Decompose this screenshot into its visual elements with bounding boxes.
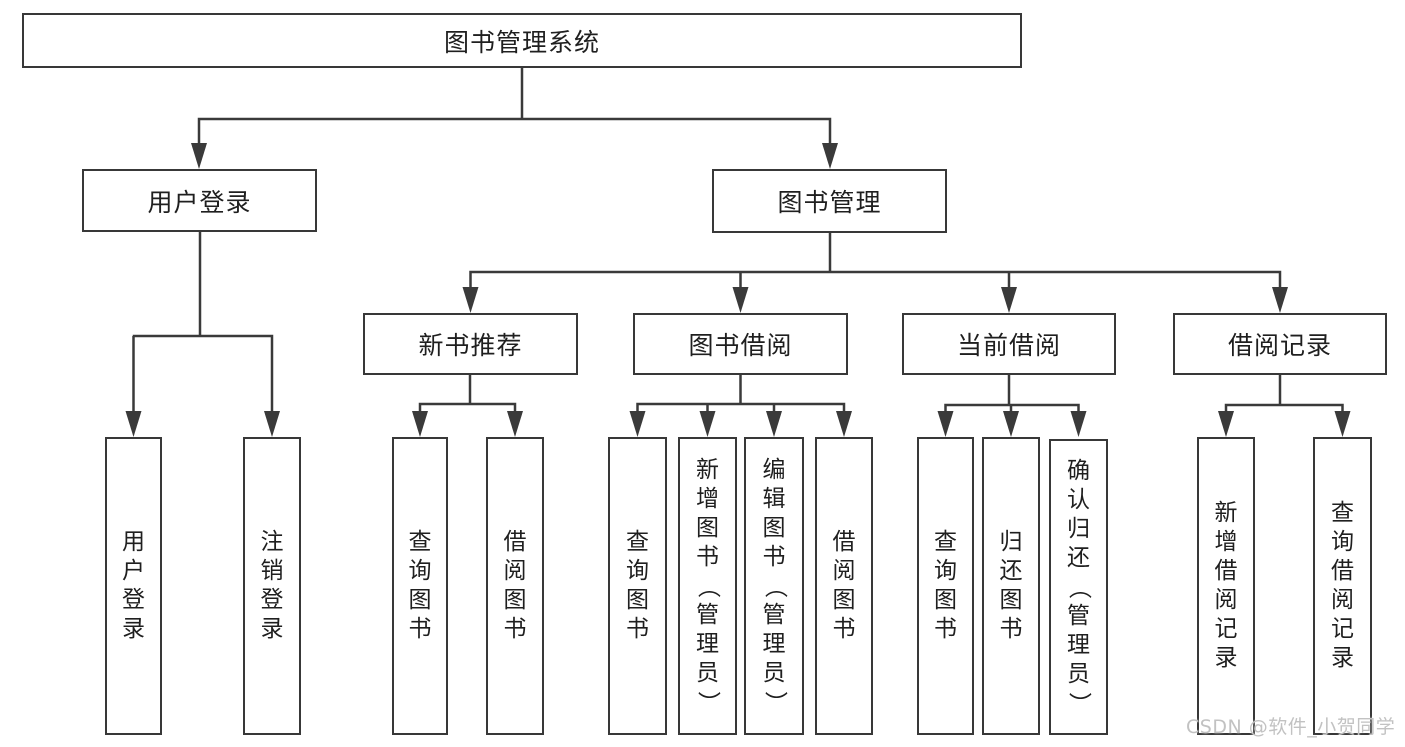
connector-borrowing-records-children	[1218, 375, 1351, 437]
node-library-system: 图书管理系统	[22, 13, 1022, 68]
node-book-management: 图书管理	[712, 169, 947, 233]
arrow-down-icon	[732, 287, 749, 313]
node-label: 确认归还（管理员）	[1066, 457, 1092, 715]
arrow-down-icon	[412, 411, 428, 437]
arrow-down-icon	[1272, 287, 1288, 313]
arrow-down-icon	[836, 411, 852, 437]
leaf-logout: 注销登录	[243, 437, 301, 735]
arrow-down-icon	[125, 411, 142, 437]
node-current-borrowing: 当前借阅	[902, 313, 1116, 375]
node-label: 图书管理	[777, 188, 882, 217]
arrow-down-icon	[1070, 411, 1087, 437]
node-label: 图书管理系统	[443, 27, 600, 57]
connector-book-borrowing-children	[629, 374, 852, 437]
arrow-down-icon	[1218, 411, 1234, 437]
connector-root-to-level1	[191, 68, 838, 169]
node-label: 用户登录	[122, 529, 145, 642]
node-label: 借阅图书	[503, 529, 527, 642]
node-label: 查询借阅记录	[1331, 500, 1354, 671]
arrow-down-icon	[937, 411, 954, 437]
node-label: 归还图书	[999, 529, 1023, 642]
arrow-down-icon	[264, 411, 280, 437]
leaf-bb-borrow-book: 借阅图书	[815, 437, 873, 735]
leaf-bb-edit-book-admin: 编辑图书（管理员）	[744, 437, 804, 735]
arrow-down-icon	[822, 143, 838, 169]
leaf-br-add-record: 新增借阅记录	[1197, 437, 1255, 735]
connector-current-borrowing-children	[937, 375, 1087, 437]
node-label: 新增图书（管理员）	[695, 456, 721, 714]
arrow-down-icon	[1001, 287, 1017, 313]
node-new-book-recommend: 新书推荐	[363, 313, 578, 375]
leaf-rec-borrow-book: 借阅图书	[486, 437, 544, 735]
node-label: 新增借阅记录	[1214, 500, 1238, 671]
connector-book-management-sections	[462, 233, 1288, 313]
leaf-rec-query-book: 查询图书	[392, 437, 448, 735]
node-label: 编辑图书（管理员）	[761, 456, 788, 714]
arrow-down-icon	[629, 411, 646, 437]
node-label: 查询图书	[934, 529, 957, 642]
leaf-cb-return-book: 归还图书	[982, 437, 1040, 735]
node-label: 查询图书	[408, 529, 432, 642]
node-book-borrowing: 图书借阅	[633, 313, 848, 375]
node-label: 借阅记录	[1227, 331, 1332, 360]
arrow-down-icon	[1334, 411, 1351, 437]
watermark-text: CSDN @软件_小贺同学	[1186, 716, 1396, 738]
node-borrowing-records: 借阅记录	[1173, 313, 1387, 375]
node-label: 用户登录	[147, 187, 252, 217]
arrow-down-icon	[1003, 411, 1019, 437]
arrow-down-icon	[766, 411, 782, 437]
connector-new-book-recommend-children	[412, 375, 523, 437]
leaf-user-login: 用户登录	[105, 437, 162, 735]
node-label: 借阅图书	[832, 529, 856, 642]
leaf-bb-query-book: 查询图书	[608, 437, 667, 735]
node-label: 查询图书	[626, 529, 649, 642]
node-label: 新书推荐	[418, 331, 523, 360]
connector-user-login-children	[125, 232, 280, 437]
node-user-login: 用户登录	[82, 169, 317, 232]
leaf-br-query-record: 查询借阅记录	[1313, 437, 1372, 735]
arrow-down-icon	[699, 411, 716, 437]
arrow-down-icon	[462, 287, 479, 313]
leaf-cb-confirm-return-admin: 确认归还（管理员）	[1049, 439, 1108, 735]
arrow-down-icon	[191, 143, 207, 169]
node-label: 当前借阅	[956, 331, 1061, 360]
leaf-cb-query-book: 查询图书	[917, 437, 974, 735]
node-label: 图书借阅	[688, 331, 793, 360]
leaf-bb-add-book-admin: 新增图书（管理员）	[678, 437, 737, 735]
arrow-down-icon	[507, 411, 523, 437]
node-label: 注销登录	[260, 529, 284, 642]
